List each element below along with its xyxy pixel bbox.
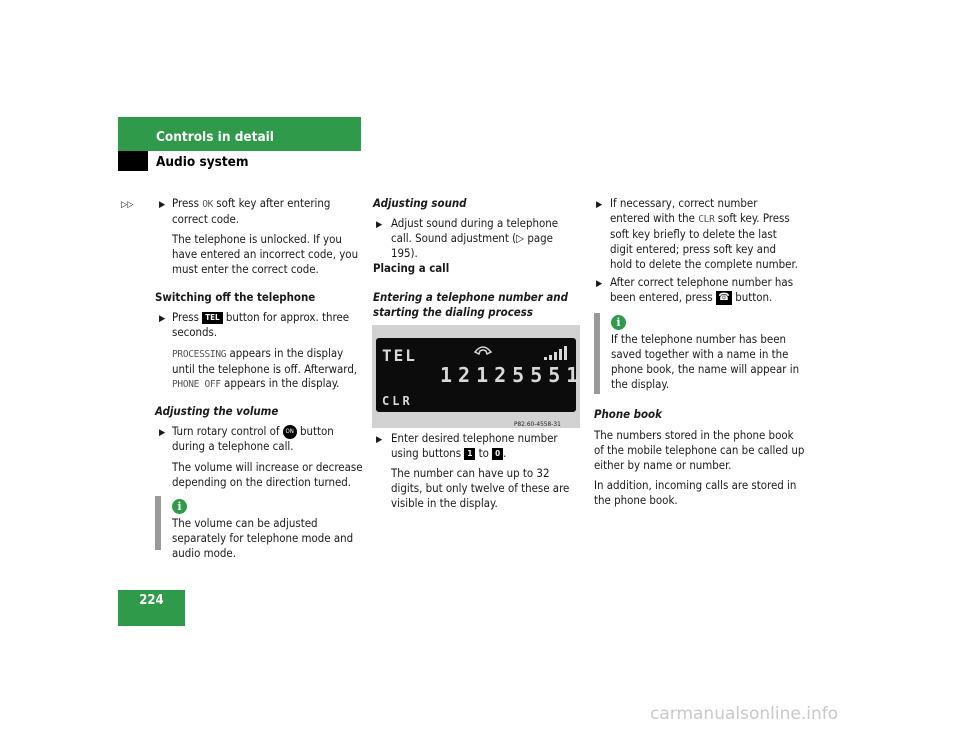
step-arrow-icon: ▶ bbox=[596, 200, 603, 210]
processing-text: PROCESSING appears in the display until … bbox=[172, 346, 358, 376]
step-press-tel: Press TEL button for approx. three secon… bbox=[172, 310, 350, 339]
phone-book-text: The numbers stored in the phone book of … bbox=[594, 428, 805, 472]
on-button-icon: ON bbox=[282, 424, 297, 439]
info-note-phonebook-name bbox=[594, 313, 600, 394]
step-enter-number: Enter desired telephone number using but… bbox=[391, 431, 558, 460]
step-correct-number: If necessary, correct number entered wit… bbox=[610, 196, 798, 271]
step-press-send: After correct telephone number has been … bbox=[610, 275, 794, 305]
step-turn-rotary: Turn rotary control of ON button during … bbox=[172, 424, 334, 453]
tel-key-icon: TEL bbox=[202, 311, 223, 324]
figure-reference: P82.60-4558-31 bbox=[514, 420, 561, 428]
step-arrow-icon: ▶ bbox=[376, 220, 383, 230]
continued-arrow-icon: ▷▷ bbox=[121, 200, 134, 210]
step-result-volume: The volume will increase or decrease dep… bbox=[172, 460, 363, 489]
step-arrow-icon: ▶ bbox=[159, 200, 166, 210]
header-bar bbox=[118, 117, 361, 151]
ok-soft-key: OK bbox=[202, 199, 214, 210]
heading-switching-off: Switching off the telephone bbox=[155, 290, 316, 304]
step-result-unlocked: The telephone is unlocked. If you have e… bbox=[172, 232, 359, 276]
info-icon: i bbox=[172, 499, 187, 514]
signal-strength-icon bbox=[544, 346, 567, 360]
send-call-icon: ☎ bbox=[716, 290, 732, 305]
page-number-box bbox=[118, 590, 185, 626]
key-1-icon: 1 bbox=[464, 447, 476, 460]
heading-adjusting-sound: Adjusting sound bbox=[373, 196, 467, 210]
heading-placing-call: Placing a call bbox=[373, 261, 450, 275]
display-tel-label: TEL bbox=[382, 346, 417, 365]
note-volume-text: The volume can be adjusted separately fo… bbox=[172, 516, 354, 560]
clr-soft-key: CLR bbox=[698, 214, 715, 225]
section-title: Controls in detail bbox=[156, 129, 274, 145]
phone-display: TEL 12125551 CLR bbox=[376, 338, 578, 412]
handset-icon bbox=[473, 346, 493, 356]
key-0-icon: 0 bbox=[492, 447, 504, 460]
heading-entering-number: Entering a telephone number and starting… bbox=[373, 290, 568, 319]
display-clr-label: CLR bbox=[382, 394, 413, 408]
step-press-ok: Press OK soft key after entering correct… bbox=[172, 196, 331, 226]
display-number: 12125551 bbox=[440, 363, 585, 387]
step-arrow-icon: ▶ bbox=[376, 435, 383, 445]
page-number: 224 bbox=[139, 593, 164, 608]
step-arrow-icon: ▶ bbox=[596, 279, 603, 289]
step-arrow-icon: ▶ bbox=[159, 428, 166, 438]
section-subtitle: Audio system bbox=[156, 154, 249, 170]
phone-off-text: PHONE OFF appears in the display. bbox=[172, 376, 340, 390]
step-result-digits: The number can have up to 32 digits, but… bbox=[391, 466, 570, 510]
header-marker bbox=[118, 151, 148, 171]
info-note-volume bbox=[155, 496, 161, 550]
step-arrow-icon: ▶ bbox=[159, 314, 166, 324]
note-name-display-text: If the telephone number has been saved t… bbox=[611, 332, 800, 391]
heading-adjusting-volume: Adjusting the volume bbox=[155, 404, 279, 418]
phone-book-incoming-text: In addition, incoming calls are stored i… bbox=[594, 478, 797, 507]
watermark: carmanualsonline.info bbox=[650, 704, 839, 724]
heading-phone-book: Phone book bbox=[594, 407, 662, 421]
step-adjust-sound: Adjust sound during a telephone call. So… bbox=[391, 216, 559, 260]
info-icon: i bbox=[611, 315, 626, 330]
